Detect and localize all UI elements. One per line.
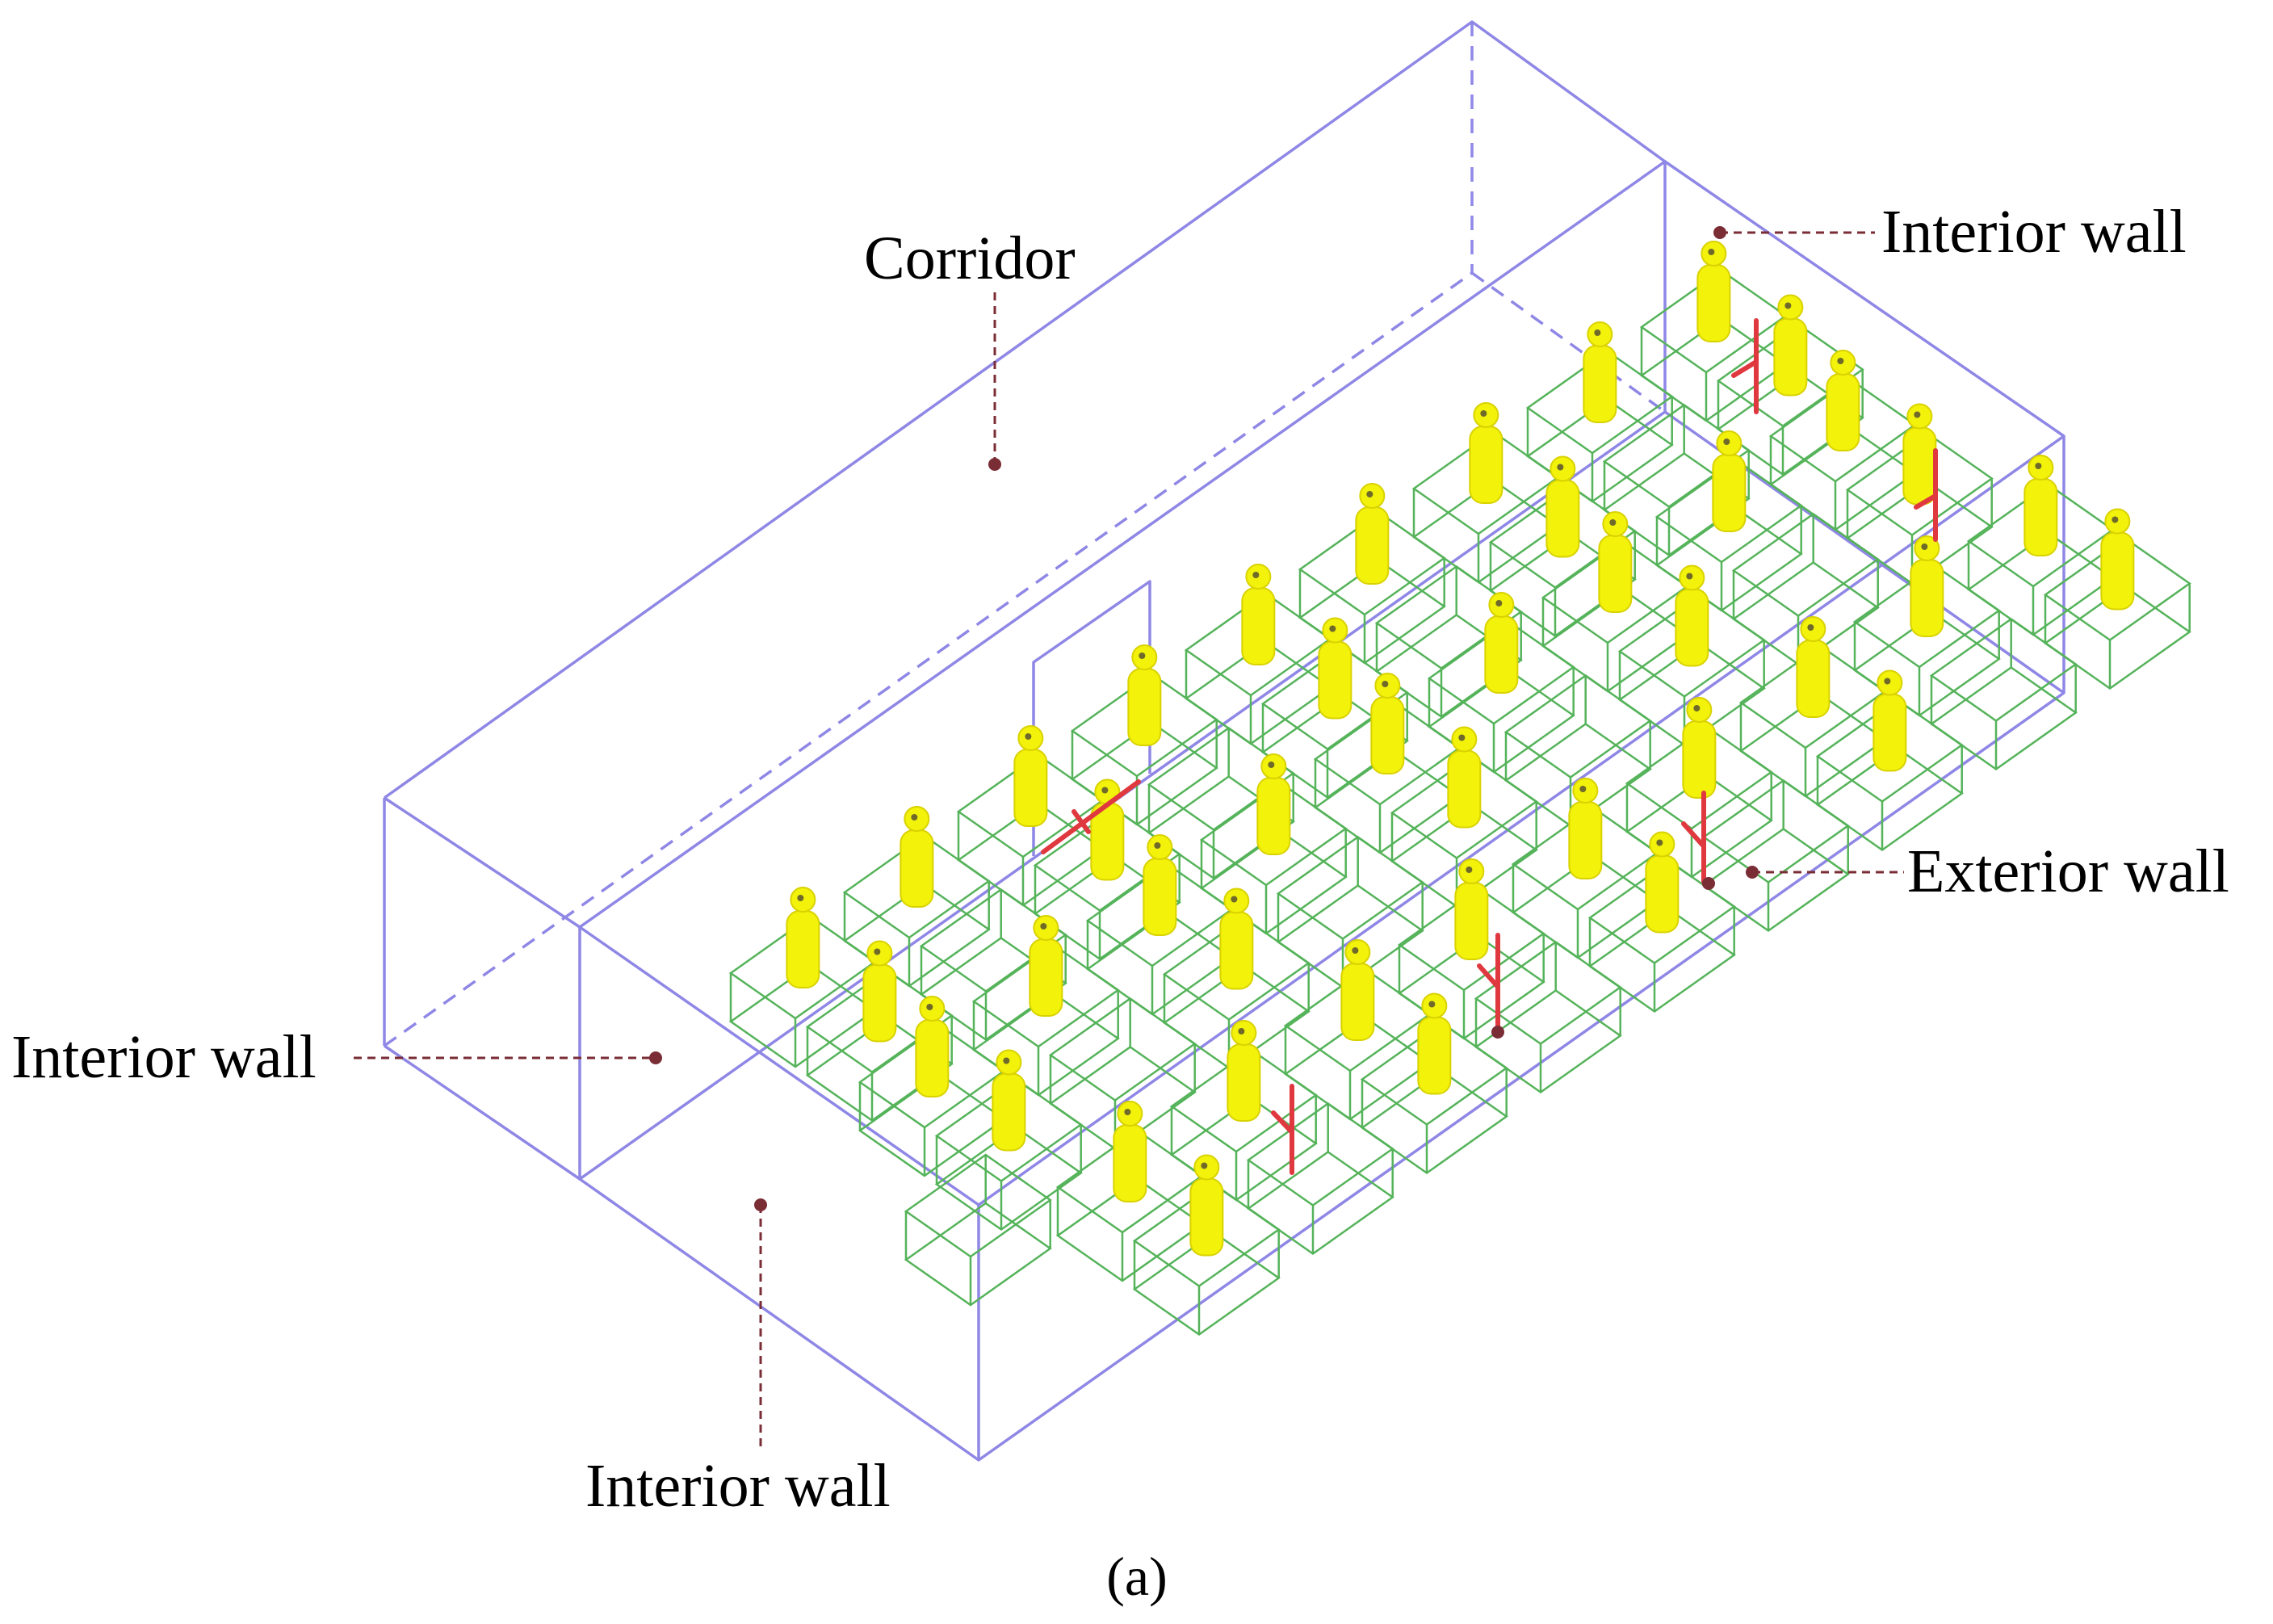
occupant-1 <box>862 940 897 1043</box>
occupant-11 <box>1583 321 1617 423</box>
occupant-23 <box>1598 511 1633 613</box>
occupant-32 <box>1417 992 1452 1095</box>
occupant-39 <box>1910 535 1944 637</box>
sensors <box>1041 318 1938 1175</box>
occupant-34 <box>1568 778 1603 879</box>
occupant-20 <box>1370 673 1405 774</box>
occupant-9 <box>1469 402 1503 504</box>
dot-exterior-wall <box>1746 866 1759 879</box>
dot-interior-wall-left <box>649 1051 662 1064</box>
sensor-center <box>1477 933 1500 1032</box>
sensor-interior-wall-top <box>1731 318 1759 414</box>
sensor-door <box>1041 779 1141 854</box>
label-leaders <box>354 231 1904 1450</box>
label-exterior-wall: Exterior wall <box>1907 837 2229 905</box>
desk-54 <box>904 1153 1052 1307</box>
occupant-8 <box>1355 483 1390 585</box>
corridor-left-top-edge <box>384 796 581 929</box>
dot-interior-wall-top-right <box>1713 226 1726 239</box>
occupant-41 <box>2100 508 2135 611</box>
desk-51 <box>1929 617 2078 771</box>
labels: Corridor Interior wall Exterior wall Int… <box>11 198 2229 1607</box>
occupant-22 <box>1484 592 1519 694</box>
occupant-3 <box>1013 725 1048 827</box>
occupant-5 <box>1127 644 1162 746</box>
occupant-2 <box>900 806 934 908</box>
occupant-7 <box>1318 617 1352 720</box>
occupant-14 <box>915 996 950 1097</box>
classroom-near-floor-edge <box>578 925 980 1206</box>
corridor-hidden-floor-edge-2 <box>1470 271 1667 413</box>
occupant-27 <box>1902 403 1937 506</box>
occupant-35 <box>1645 831 1680 934</box>
occupant-38 <box>1872 669 1907 772</box>
occupant-19 <box>1256 753 1291 855</box>
corridor-top-edge <box>383 20 1667 799</box>
occupant-29 <box>1189 1154 1224 1257</box>
occupant-40 <box>2023 455 2058 556</box>
sensor-front <box>1271 1084 1294 1175</box>
occupant-24 <box>1675 564 1709 667</box>
sensor-exterior-wall-top <box>1914 448 1938 542</box>
occupant-0 <box>786 887 820 988</box>
occupant-13 <box>1773 294 1808 397</box>
occupant-15 <box>992 1049 1026 1152</box>
occupant-36 <box>1682 697 1717 799</box>
sensor-exterior-wall <box>1681 791 1706 884</box>
occupant-30 <box>1227 1020 1261 1122</box>
corridor-hidden-floor-edge <box>383 271 1474 1047</box>
occupant-26 <box>1826 350 1860 451</box>
occupant-28 <box>1113 1101 1147 1202</box>
label-corridor: Corridor <box>864 225 1076 292</box>
occupant-6 <box>1241 564 1276 665</box>
dot-exterior-wall-sensor <box>1702 877 1715 890</box>
occupant-grid <box>786 241 2135 1257</box>
dot-center-sensor <box>1491 1026 1504 1039</box>
occupant-21 <box>1447 726 1482 829</box>
dot-corridor <box>988 458 1001 471</box>
room-wireframe <box>383 20 2065 1462</box>
label-interior-wall-left: Interior wall <box>11 1023 317 1091</box>
label-interior-wall-bottom: Interior wall <box>585 1452 891 1520</box>
occupant-17 <box>1143 834 1177 936</box>
occupant-18 <box>1219 888 1254 990</box>
desk-2 <box>842 834 991 988</box>
corridor-left-bottom-edge <box>384 1044 581 1181</box>
desk-47 <box>1701 778 1850 933</box>
occupant-37 <box>1796 616 1831 718</box>
label-dots <box>649 226 1759 1211</box>
label-interior-wall-top-right: Interior wall <box>1881 198 2187 266</box>
figure-caption: (a) <box>1106 1546 1167 1607</box>
dot-interior-wall-bottom <box>754 1198 767 1211</box>
occupant-31 <box>1340 939 1375 1041</box>
occupant-10 <box>1545 455 1580 558</box>
occupant-12 <box>1696 241 1731 342</box>
occupant-25 <box>1712 430 1747 532</box>
desk-39 <box>1246 1102 1394 1256</box>
occupant-33 <box>1454 858 1489 960</box>
occupant-16 <box>1029 915 1063 1017</box>
